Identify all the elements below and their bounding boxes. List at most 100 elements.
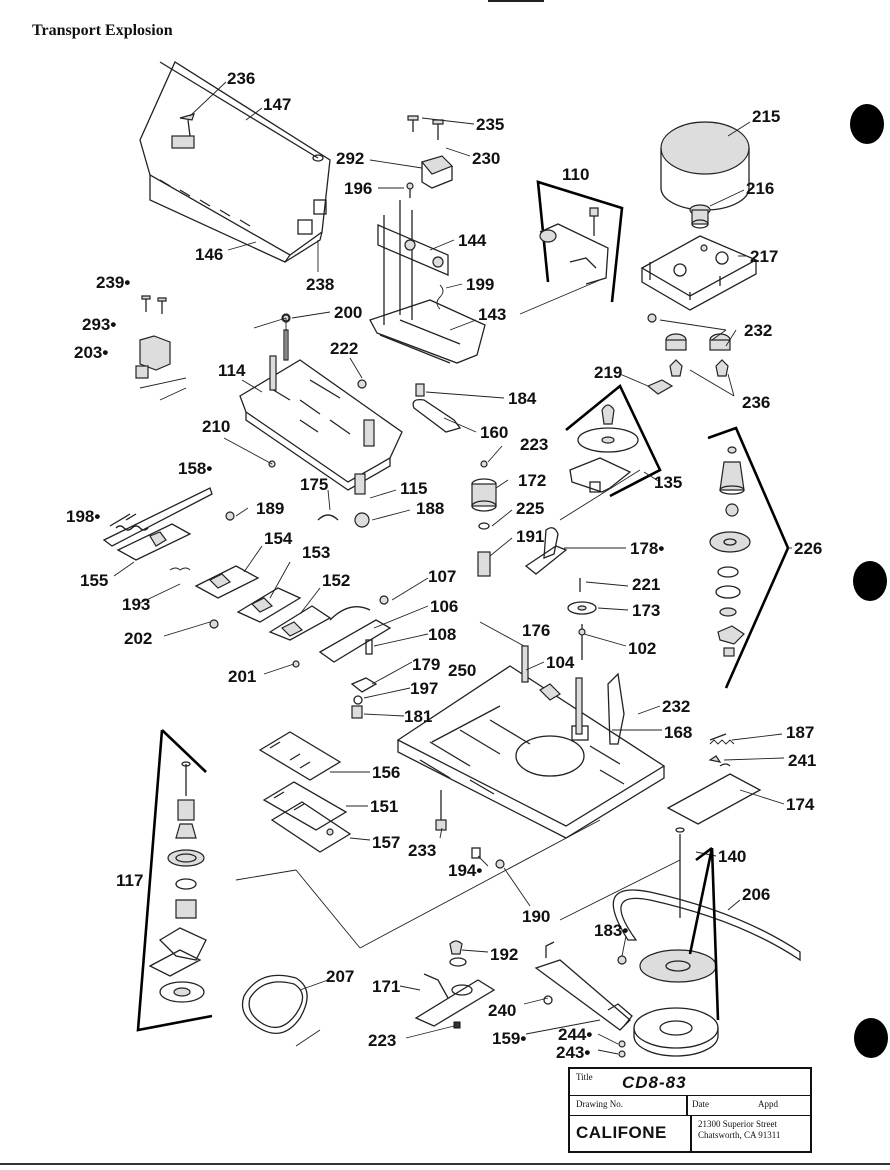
label-243: 243• [556, 1043, 590, 1062]
label-151: 151 [370, 797, 398, 816]
punch-hole-top [850, 104, 884, 144]
bracket-226 [707, 426, 790, 689]
leader-lines [113, 81, 792, 1055]
grommets-232-236 [647, 313, 731, 377]
label-230: 230 [472, 149, 500, 168]
bracket-117 [136, 729, 213, 1032]
title-block-title-row: Title CD8-83 [570, 1069, 810, 1096]
bottom-rule [0, 1163, 890, 1165]
label-183: 183• [594, 921, 628, 940]
title-block: Title CD8-83 Drawing No. Date Appd CALIF… [568, 1067, 812, 1153]
label-107: 107 [428, 567, 456, 586]
label-293: 293• [82, 315, 116, 334]
disc-173 [567, 578, 597, 660]
label-158: 158• [178, 459, 212, 478]
label-203: 203• [74, 343, 108, 362]
label-193: 193 [122, 595, 150, 614]
label-104: 104 [546, 653, 575, 672]
label-210: 210 [202, 417, 230, 436]
title-label: Title [576, 1072, 593, 1082]
bracket-140-lines [688, 846, 720, 1021]
label-250: 250 [448, 661, 476, 680]
punch-hole-middle [853, 561, 887, 601]
label-221: 221 [632, 575, 660, 594]
label-174: 174 [786, 795, 815, 814]
pinch-roller-172 [471, 460, 568, 577]
drawing-no-label: Drawing No. [576, 1099, 623, 1109]
label-235: 235 [476, 115, 504, 134]
label-192: 192 [490, 945, 518, 964]
label-140: 140 [718, 847, 746, 866]
label-232: 232 [744, 321, 772, 340]
label-226: 226 [794, 539, 822, 558]
parts-179-197-181 [350, 677, 378, 719]
label-117: 117 [116, 871, 143, 890]
label-190: 190 [522, 907, 550, 926]
label-179: 179 [412, 655, 440, 674]
belt-207 [241, 974, 308, 1034]
divider [686, 1095, 688, 1115]
callout-labels: 236 147 146 238 235 230 292 196 144 199 … [66, 69, 822, 1062]
spring-187 [709, 739, 735, 745]
label-236-b: 236 [742, 393, 770, 412]
label-191: 191 [516, 527, 544, 546]
label-184: 184 [508, 389, 537, 408]
bracket-135 [565, 383, 662, 498]
label-168: 168 [664, 723, 692, 742]
label-197: 197 [410, 679, 438, 698]
divider [690, 1115, 692, 1151]
label-176: 176 [522, 621, 550, 640]
label-108: 108 [428, 625, 456, 644]
label-110: 110 [562, 165, 589, 184]
label-216: 216 [746, 179, 774, 198]
slider-155 [116, 523, 192, 571]
label-152: 152 [322, 571, 350, 590]
label-156: 156 [372, 763, 400, 782]
bracket-293-set [135, 295, 187, 389]
label-154: 154 [264, 529, 293, 548]
label-102: 102 [628, 639, 656, 658]
title-block-company-row: CALIFONE 21300 Superior Street Chatswort… [570, 1115, 810, 1151]
label-238: 238 [306, 275, 334, 294]
label-202: 202 [124, 629, 152, 648]
page-title: Transport Explosion [32, 22, 173, 39]
label-198: 198• [66, 507, 100, 526]
screw-233 [435, 790, 447, 831]
label-178: 178• [630, 539, 664, 558]
label-115: 115 [400, 479, 427, 498]
label-223: 223 [520, 435, 548, 454]
label-240: 240 [488, 1001, 516, 1020]
label-188: 188 [416, 499, 444, 518]
label-239: 239• [96, 273, 130, 292]
label-144: 144 [458, 231, 487, 250]
label-143: 143 [478, 305, 506, 324]
label-201: 201 [228, 667, 256, 686]
part-184-160 [412, 383, 462, 433]
company-name: CALIFONE [576, 1123, 667, 1142]
pad-219 [646, 379, 674, 395]
label-160: 160 [480, 423, 508, 442]
label-147: 147 [263, 95, 291, 114]
label-223-b: 223 [368, 1031, 396, 1050]
part-174 [666, 733, 762, 825]
label-159: 159• [492, 1029, 526, 1048]
head-assembly [369, 115, 486, 364]
title-block-drawing-row: Drawing No. Date Appd [570, 1095, 810, 1116]
label-106: 106 [430, 597, 458, 616]
parts-154-153-152 [194, 565, 332, 641]
punch-hole-bottom [854, 1018, 888, 1058]
motor-215 [660, 121, 750, 229]
label-171: 171 [372, 977, 400, 996]
part-106-108 [318, 595, 392, 663]
main-plate-250 [396, 645, 666, 839]
label-222: 222 [330, 339, 358, 358]
label-206: 206 [742, 885, 770, 904]
parts-194-190 [471, 847, 505, 869]
label-175: 175 [300, 475, 328, 494]
plates-156-151-157 [258, 731, 352, 853]
label-207: 207 [326, 967, 354, 986]
title-value: CD8-83 [622, 1073, 687, 1092]
label-241: 241 [788, 751, 816, 770]
date-label: Date [692, 1099, 709, 1109]
